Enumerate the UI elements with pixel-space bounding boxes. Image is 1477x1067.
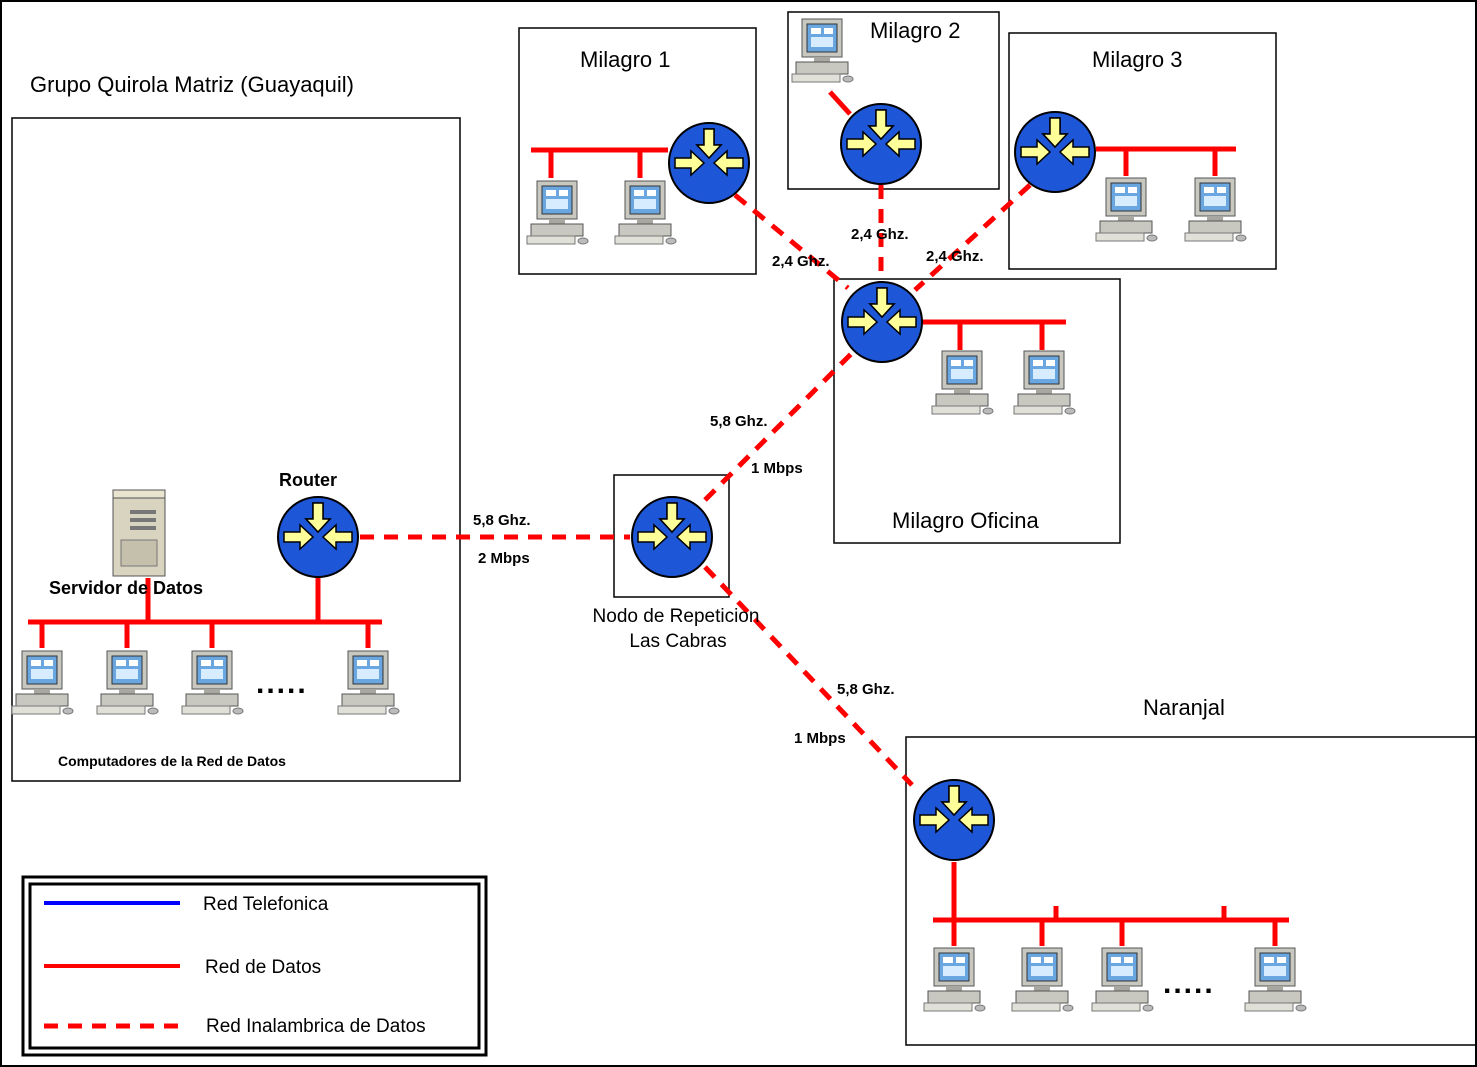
computer-icon — [923, 947, 986, 1012]
link-nodo-oficina — [703, 348, 857, 502]
computers-milagro1 — [526, 180, 677, 245]
legend: Red Telefonica Red de Datos Red Inalambr… — [21, 875, 488, 1057]
computer-icon — [96, 650, 159, 715]
link-label-milagro2: 2,4 Ghz. — [851, 226, 909, 243]
computers-label: Computadores de la Red de Datos — [58, 753, 286, 769]
matriz-box — [11, 117, 461, 782]
computer-icon — [931, 350, 994, 415]
link-label-naranjal-rate: 1 Mbps — [794, 730, 846, 747]
computer-icon — [1011, 947, 1074, 1012]
computers-milagro3 — [1095, 177, 1247, 242]
router-label: Router — [279, 470, 337, 490]
oficina-title: Milagro Oficina — [892, 508, 1039, 533]
link-label-matriz-rate: 2 Mbps — [478, 550, 530, 567]
link-milagro1-oficina — [733, 193, 850, 290]
computer-icon — [526, 180, 589, 245]
router-icon-milagro3 — [1014, 111, 1096, 193]
milagro1-box — [518, 27, 757, 275]
computer-icon — [1095, 177, 1158, 242]
nodo-title-line1: Nodo de Repeticion — [593, 606, 760, 627]
naranjal-title: Naranjal — [1143, 695, 1225, 720]
link-label-oficina-freq: 5,8 Ghz. — [710, 413, 768, 430]
oficina-box — [833, 278, 1121, 544]
milagro1-title: Milagro 1 — [580, 47, 670, 72]
link-milagro3-oficina — [913, 183, 1032, 292]
link-label-milagro3: 2,4 Ghz. — [926, 248, 984, 265]
ellipsis-matriz: ..... — [256, 667, 308, 700]
legend-phone-label: Red Telefonica — [203, 894, 329, 915]
milagro3-title: Milagro 3 — [1092, 47, 1182, 72]
matriz-title: Grupo Quirola Matriz (Guayaquil) — [30, 72, 354, 97]
computers-oficina — [931, 350, 1076, 415]
computer-icon — [11, 650, 74, 715]
computer-icon — [181, 650, 244, 715]
milagro2-title: Milagro 2 — [870, 18, 960, 43]
computers-naranjal — [923, 947, 1307, 1012]
link-nodo-naranjal — [703, 565, 914, 787]
router-icon-nodo — [631, 496, 713, 578]
router-icon-milagro2 — [840, 103, 922, 185]
legend-data-label: Red de Datos — [205, 957, 321, 978]
computers-matriz — [11, 650, 400, 715]
server-label: Servidor de Datos — [49, 578, 203, 598]
nodo-title-line2: Las Cabras — [629, 631, 726, 652]
ellipsis-naranjal: ..... — [1163, 967, 1215, 1000]
computer-icon — [337, 650, 400, 715]
milagro2-box — [787, 11, 1000, 190]
computer-icon — [1013, 350, 1076, 415]
server-icon — [112, 489, 166, 577]
wired-links — [28, 90, 1289, 946]
computer-icon — [791, 18, 854, 83]
computer-icon — [614, 180, 677, 245]
wireless-links — [360, 183, 1032, 787]
router-icon-matriz — [277, 496, 359, 578]
router-icon-naranjal — [913, 779, 995, 861]
computer-icon — [1184, 177, 1247, 242]
milagro3-box — [1008, 32, 1277, 270]
link-label-oficina-rate: 1 Mbps — [751, 460, 803, 477]
link-label-milagro1: 2,4 Ghz. — [772, 253, 830, 270]
computer-icon — [1091, 947, 1154, 1012]
link-label-naranjal-freq: 5,8 Ghz. — [837, 681, 895, 698]
computer-icon — [1244, 947, 1307, 1012]
legend-wireless-label: Red Inalambrica de Datos — [206, 1016, 426, 1037]
link-label-matriz-freq: 5,8 Ghz. — [473, 512, 531, 529]
naranjal-box — [905, 736, 1477, 1046]
router-icon-oficina — [841, 281, 923, 363]
router-icon-milagro1 — [668, 122, 750, 204]
